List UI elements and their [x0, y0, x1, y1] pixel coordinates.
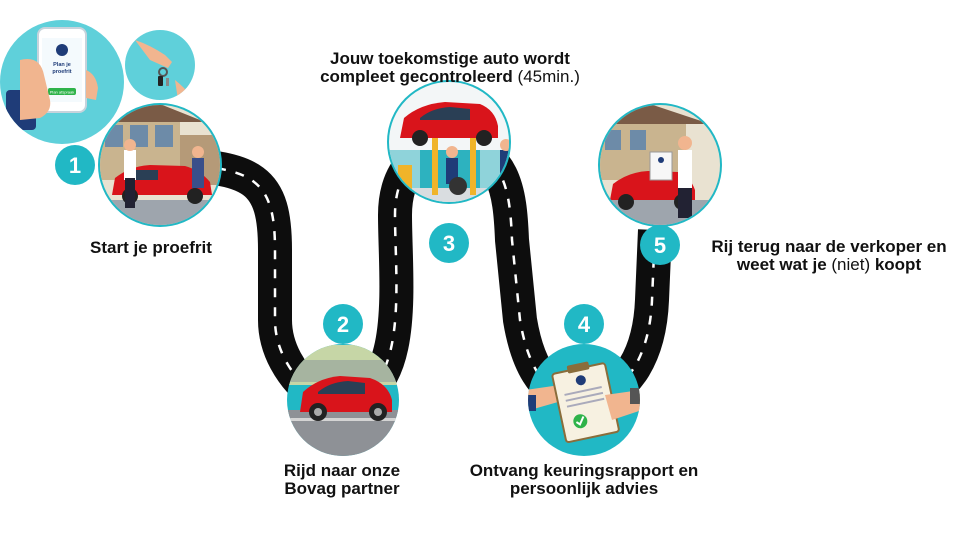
step-5-title-line1: Rij terug naar de verkoper en	[711, 237, 947, 256]
step-5-illustration	[598, 103, 722, 227]
step-1-illustration	[98, 103, 222, 227]
phone-screen-line1: Plan je	[53, 62, 71, 68]
phone-screen-line2: proefrit	[52, 69, 71, 75]
step-2-badge: 2	[323, 304, 363, 344]
step-3-title-line1: Jouw toekomstige auto wordt	[330, 49, 570, 68]
step-2-title-line1: Rijd naar onze	[283, 461, 401, 480]
step-3-number: 3	[443, 231, 455, 256]
phone-booking-illustration: Plan je proefrit Plan afspraak	[0, 20, 124, 144]
step-3-badge: 3	[429, 223, 469, 263]
step-5-number: 5	[654, 233, 666, 258]
step-2-label: Rijd naar onze Bovag partner	[262, 462, 422, 498]
step-4-label: Ontvang keuringsrapport en persoonlijk a…	[450, 462, 718, 498]
step-1-label: Start je proefrit	[90, 239, 212, 257]
step-4-illustration	[528, 344, 640, 456]
step-3-illustration	[387, 80, 511, 204]
step-3-title-line2: compleet gecontroleerd	[320, 67, 518, 86]
step-4-badge: 4	[564, 304, 604, 344]
step-2-title-line2: Bovag partner	[284, 479, 400, 498]
step-1-number: 1	[69, 153, 81, 178]
step-4-title-line1: Ontvang keuringsrapport en	[469, 461, 699, 480]
step-5-title-line2-b: koopt	[870, 255, 922, 274]
step-1-badge: 1	[55, 145, 95, 185]
step-5-badge: 5	[640, 225, 680, 265]
step-3-label: Jouw toekomstige auto wordt compleet gec…	[300, 50, 600, 86]
step-2-number: 2	[337, 312, 349, 337]
step-4-title-line2: persoonlijk advies	[509, 479, 659, 498]
step-3-duration: (45min.)	[517, 67, 580, 86]
keys-handover-illustration	[125, 30, 195, 100]
step-4-number: 4	[578, 312, 591, 337]
step-5-niet: (niet)	[831, 255, 871, 274]
step-5-label: Rij terug naar de verkoper en weet wat j…	[693, 238, 965, 274]
phone-screen-button: Plan afspraak	[50, 90, 74, 95]
step-1-title: Start je proefrit	[90, 238, 212, 257]
step-5-title-line2-a: weet wat je	[736, 255, 832, 274]
